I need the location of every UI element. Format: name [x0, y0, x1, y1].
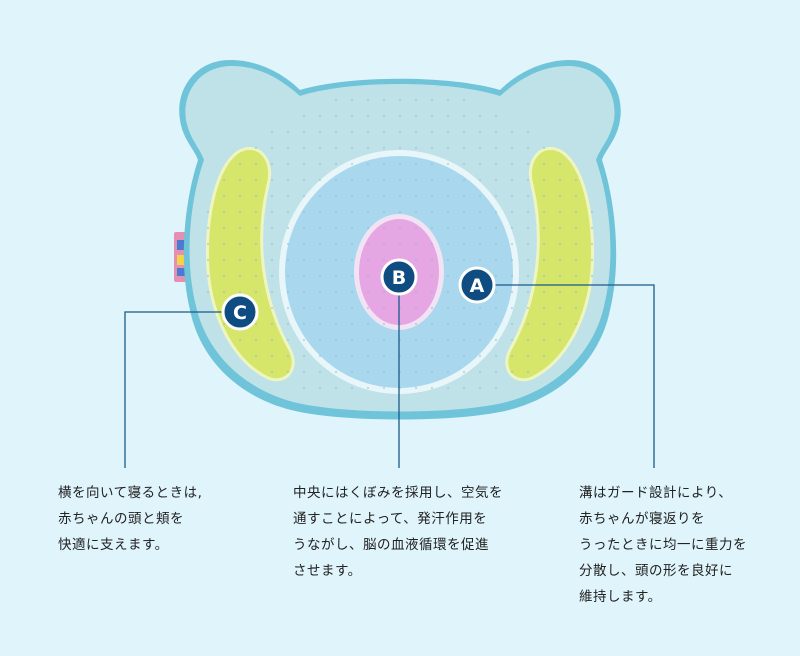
caption-b-line: 通すことによって、発汗作用を: [293, 511, 488, 527]
caption-c-line: 快適に支えます。: [58, 537, 169, 553]
marker-a: A: [458, 266, 496, 304]
marker-b: B: [380, 258, 418, 296]
caption-b-line: させます。: [293, 563, 362, 579]
caption-c-line: 赤ちゃんの頭と頬を: [58, 511, 184, 527]
marker-c: C: [221, 293, 259, 331]
caption-a-line: 分散し、頭の形を良好に: [579, 563, 733, 579]
caption-a-line: うったときに均一に重力を: [579, 537, 747, 553]
caption-a-line: 溝はガード設計により、: [579, 485, 733, 501]
leader-lines: [124, 284, 655, 468]
svg-text:C: C: [233, 302, 247, 324]
caption-a-line: 赤ちゃんが寝返りを: [579, 511, 705, 527]
leader-line-c: [124, 311, 223, 468]
leader-line-a: [494, 284, 655, 468]
caption-c: 横を向いて寝るときは, 赤ちゃんの頭と頬を 快適に支えます。: [58, 480, 202, 558]
caption-b-line: うながし、脳の血液循環を促進: [293, 537, 489, 553]
caption-c-line: 横を向いて寝るときは,: [58, 485, 203, 501]
caption-b-line: 中央にはくぼみを採用し、空気を: [293, 485, 503, 501]
svg-text:B: B: [392, 267, 406, 289]
svg-text:A: A: [470, 275, 485, 297]
caption-a: 溝はガード設計により、 赤ちゃんが寝返りを うったときに均一に重力を 分散し、頭…: [579, 480, 747, 610]
caption-a-line: 維持します。: [579, 589, 662, 605]
caption-b: 中央にはくぼみを採用し、空気を 通すことによって、発汗作用を うながし、脳の血液…: [293, 480, 503, 584]
